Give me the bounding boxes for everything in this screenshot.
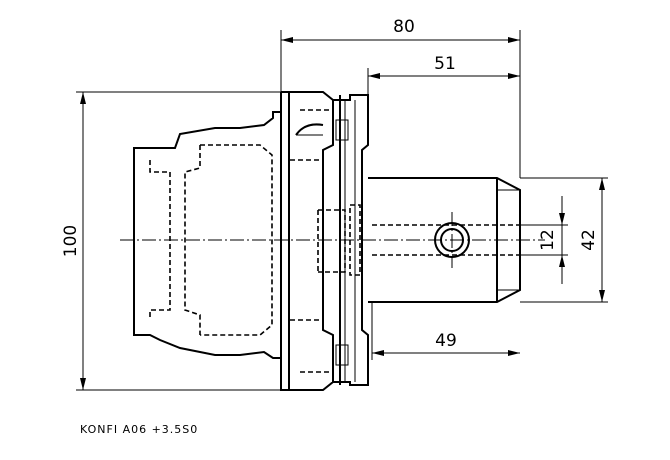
- dimension-51-label: 51: [434, 54, 456, 74]
- dimension-42-label: 42: [579, 229, 599, 251]
- center-lines: [120, 212, 545, 268]
- dimension-42: 42: [520, 177, 608, 303]
- dimension-12-label: 12: [538, 229, 558, 251]
- dimension-49-label: 49: [435, 331, 457, 351]
- hidden-lines: [149, 109, 520, 373]
- flange-relief-top: [295, 123, 324, 136]
- dimension-80-label: 80: [393, 17, 415, 37]
- dimension-100: 100: [61, 91, 281, 391]
- dimension-80: 80: [280, 17, 521, 178]
- flange-body: [280, 91, 334, 391]
- dimension-100-label: 100: [61, 225, 81, 257]
- dimension-51: 51: [367, 54, 520, 95]
- part-outline: [133, 91, 521, 391]
- front-shaft: [133, 111, 281, 359]
- dimension-49: 49: [371, 302, 520, 360]
- dimension-12: 12: [520, 196, 568, 284]
- part-code: KONFI A06 +3.5S0: [80, 423, 198, 436]
